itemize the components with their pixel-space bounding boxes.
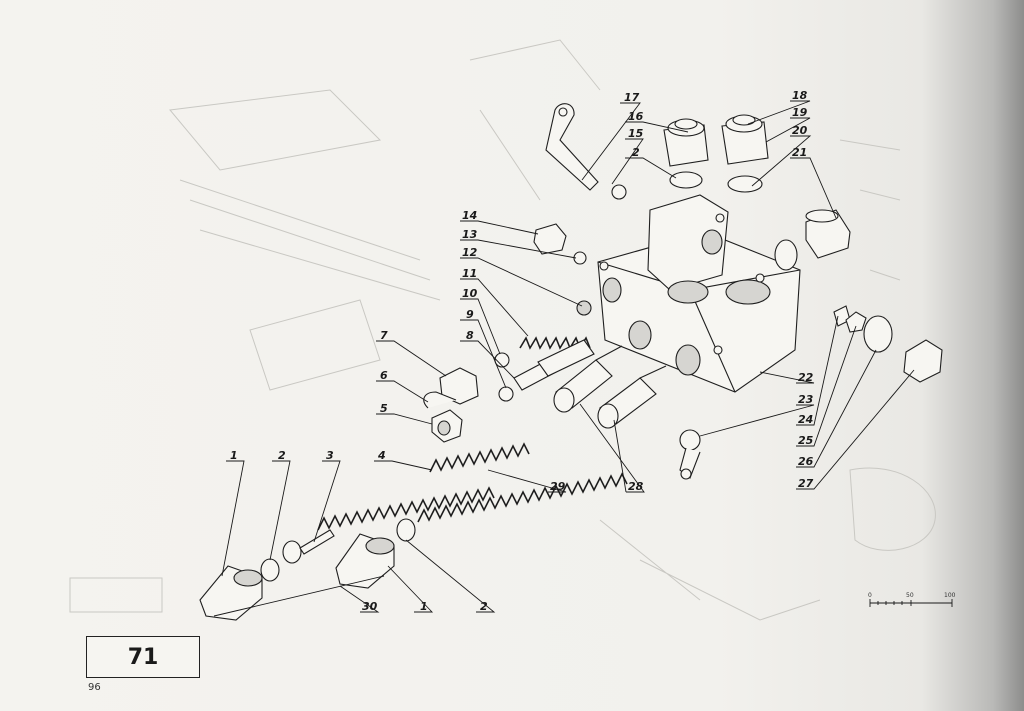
plate-number-box: 71 <box>86 636 200 678</box>
callout-12: 12 <box>462 246 478 259</box>
callout-23: 23 <box>798 393 814 406</box>
callout-29: 29 <box>550 480 566 493</box>
callout-8: 8 <box>466 329 474 342</box>
callout-2-top: 2 <box>632 146 640 159</box>
callout-labels: 17 16 15 2 18 19 20 21 14 13 12 11 10 9 … <box>230 89 814 613</box>
lever-part-23 <box>679 429 701 480</box>
scale-tick-0: 0 <box>868 592 872 599</box>
callout-22: 22 <box>798 371 814 384</box>
callout-4: 4 <box>377 449 386 462</box>
callout-2-bottom-left: 2 <box>278 449 286 462</box>
callout-1-top: 1 <box>230 449 238 462</box>
scale-tick-50: 50 <box>906 592 914 599</box>
callout-1-bottom: 1 <box>420 600 428 613</box>
o-rings-top <box>611 171 798 271</box>
cap-part-1-left <box>199 565 263 621</box>
piston-part-28 <box>553 345 667 429</box>
callout-28: 28 <box>628 480 644 493</box>
plug-part-27 <box>903 339 943 383</box>
scale-bar: 0 50 100 <box>868 592 956 607</box>
ring-part-26 <box>863 315 893 353</box>
plug-part-21 <box>805 209 851 259</box>
callout-15: 15 <box>628 127 644 140</box>
nut-part-25 <box>845 311 867 333</box>
fitting-part-16 <box>663 118 709 167</box>
callout-6: 6 <box>380 369 388 382</box>
plug-part-14 <box>533 223 567 255</box>
plate-number: 71 <box>127 644 159 670</box>
callout-19: 19 <box>792 106 808 119</box>
callout-14: 14 <box>462 209 477 222</box>
leader-lines <box>221 100 915 613</box>
fitting-part-19 <box>721 114 769 165</box>
clip-part-6 <box>423 391 457 409</box>
callout-2-bottom-right: 2 <box>480 600 488 613</box>
cap-part-1-right <box>335 533 395 589</box>
valve-body <box>597 194 801 393</box>
show-through-ghost <box>69 39 936 621</box>
callout-16: 16 <box>628 110 644 123</box>
callout-24: 24 <box>798 413 813 426</box>
plug-part-5 <box>431 409 463 443</box>
callout-25: 25 <box>798 434 814 447</box>
o-rings-middle <box>494 352 514 402</box>
callout-21: 21 <box>792 146 807 159</box>
rod-part-3 <box>299 529 335 555</box>
spring-part-29 <box>417 472 628 523</box>
spool-part-9-10 <box>513 339 595 391</box>
callout-7: 7 <box>380 329 388 342</box>
callout-30: 30 <box>362 600 378 613</box>
callout-10: 10 <box>462 287 478 300</box>
callout-13: 13 <box>462 228 478 241</box>
callout-17: 17 <box>624 91 640 104</box>
rings-part-2-bottom <box>260 518 416 582</box>
ball-part-12 <box>576 300 592 316</box>
callout-18: 18 <box>792 89 808 102</box>
lever-part-17 <box>545 103 599 191</box>
scale-tick-100: 100 <box>944 592 956 599</box>
wire-part-30 <box>213 575 385 617</box>
page-number: 96 <box>88 682 101 693</box>
callout-27: 27 <box>798 477 814 490</box>
callout-9: 9 <box>466 308 474 321</box>
spring-part-4 <box>317 442 530 531</box>
callout-26: 26 <box>798 455 814 468</box>
callout-11: 11 <box>462 267 477 280</box>
callout-5: 5 <box>380 402 388 415</box>
callout-20: 20 <box>792 124 808 137</box>
callout-3: 3 <box>326 449 334 462</box>
